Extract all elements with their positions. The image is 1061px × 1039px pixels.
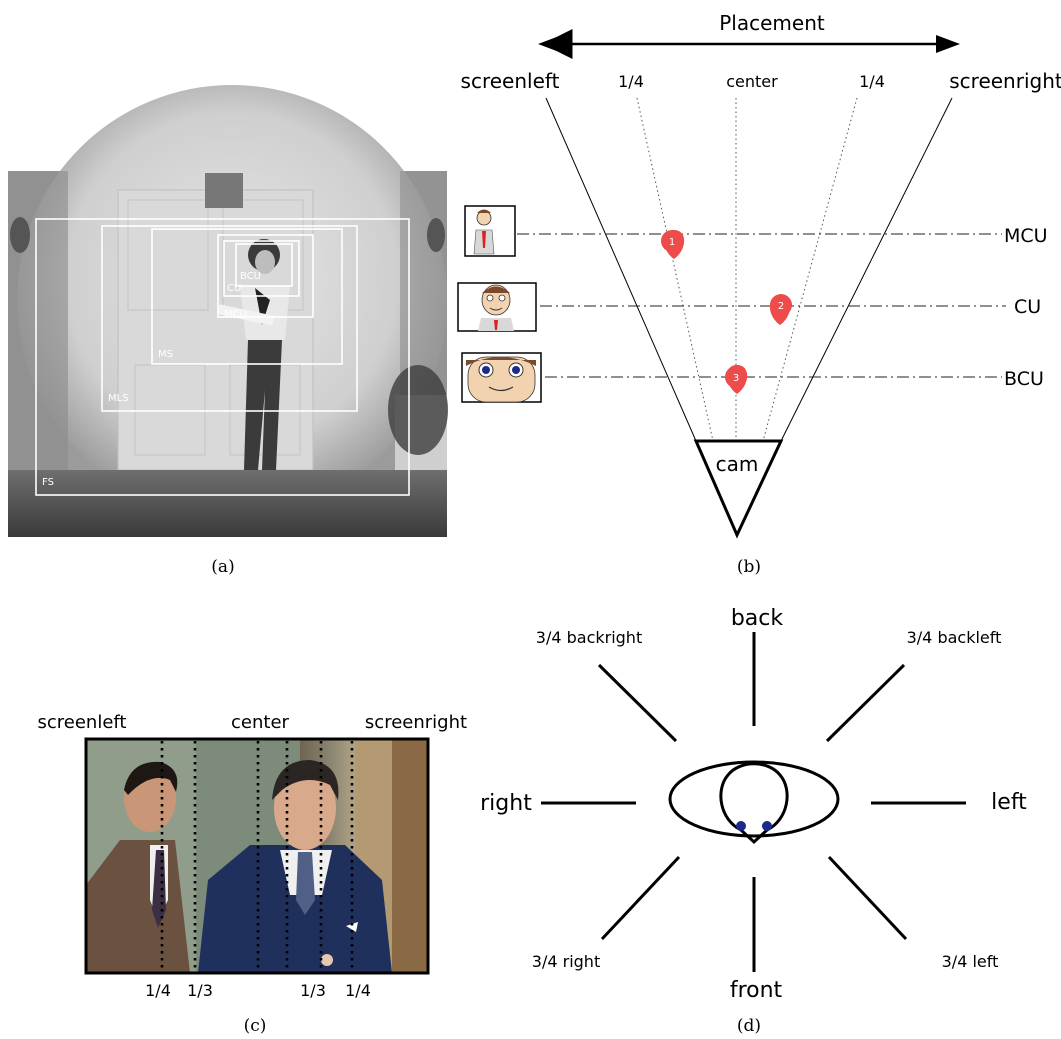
eye-left: [736, 821, 746, 831]
direction-label-three-quarter-right: 3/4 right: [532, 952, 600, 971]
placement-label-center: center: [726, 72, 778, 91]
thumbnail-bcu: [461, 352, 542, 403]
direction-label-front: front: [730, 978, 783, 1003]
caption-c: (c): [244, 1016, 267, 1036]
marker-1-label: 1: [669, 237, 675, 248]
film-still-two-men: [86, 739, 428, 973]
panel-d: back front right left 3/4 backright 3/4 …: [480, 606, 1027, 1036]
shot-label-cu: CU: [227, 283, 241, 294]
eye-right: [762, 821, 772, 831]
placement-label-screenleft: screenleft: [461, 69, 560, 93]
shot-frame-fs: [35, 218, 410, 496]
shot-frame-ms: [151, 228, 343, 365]
grid-label-third-right: 1/3: [300, 981, 326, 1000]
grid-label-quarter-left: 1/4: [145, 981, 171, 1000]
film-still-photo: [8, 85, 448, 537]
row-label-cu: CU: [1014, 296, 1041, 318]
direction-line-backright: [597, 663, 678, 743]
shot-label-fs: FS: [42, 477, 54, 488]
camera-triangle: [693, 439, 784, 539]
placement-label-screenright: screenright: [949, 69, 1061, 93]
marker-2: 2: [769, 294, 792, 325]
shot-frame-bcu: [235, 243, 293, 287]
placement-label-quarter-left: 1/4: [618, 72, 644, 91]
row-label-mcu: MCU: [1004, 225, 1048, 247]
direction-label-back: back: [731, 606, 784, 631]
thumbnail-mcu: [464, 205, 516, 257]
shot-label-mls: MLS: [108, 393, 129, 404]
frustum-left-line: [545, 97, 697, 442]
placement-top-label-screenright: screenright: [365, 712, 467, 733]
direction-label-left: left: [991, 790, 1027, 815]
placement-title: Placement: [719, 11, 825, 35]
quarter-right-line: [762, 97, 858, 442]
direction-label-right: right: [480, 791, 532, 816]
caption-b: (b): [737, 557, 761, 577]
panel-a: FS MLS MS MCU CU BCU (a): [8, 85, 448, 577]
direction-line-three-quarter-right: [600, 855, 681, 941]
direction-label-backleft: 3/4 backleft: [907, 628, 1002, 647]
quarter-left-line: [636, 97, 714, 442]
shot-size-labels: FS MLS MS MCU CU BCU: [42, 271, 261, 488]
shot-label-bcu: BCU: [240, 271, 261, 282]
shot-label-ms: MS: [158, 349, 173, 360]
placement-label-quarter-right: 1/4: [859, 72, 885, 91]
frustum-right-line: [780, 97, 953, 442]
placement-top-label-screenleft: screenleft: [38, 712, 127, 733]
caption-d: (d): [737, 1016, 761, 1036]
shot-label-mcu: MCU: [224, 309, 247, 320]
direction-line-three-quarter-left: [827, 855, 908, 941]
head-top-view: [668, 760, 840, 845]
film-still-frame: [84, 737, 430, 975]
marker-3-label: 3: [733, 373, 739, 384]
placement-top-label-center: center: [231, 712, 290, 733]
direction-label-backright: 3/4 backright: [536, 628, 642, 647]
grid-label-quarter-right: 1/4: [345, 981, 371, 1000]
direction-line-backleft: [825, 663, 906, 743]
grid-label-third-left: 1/3: [187, 981, 213, 1000]
caption-a: (a): [211, 557, 234, 577]
marker-1: 1: [661, 230, 685, 259]
panel-c: screenleft center screenright: [38, 712, 468, 1036]
row-label-bcu: BCU: [1004, 368, 1044, 390]
shot-frame-mcu: [217, 234, 314, 318]
shot-frame-mls: [101, 225, 358, 412]
thumbnail-cu: [457, 282, 537, 332]
marker-3: 3: [725, 365, 748, 394]
shot-frame-cu: [223, 240, 300, 297]
camera-label: cam: [716, 452, 759, 476]
marker-2-label: 2: [778, 301, 784, 312]
direction-label-three-quarter-left: 3/4 left: [942, 952, 999, 971]
panel-b: Placement screenleft 1/4 center 1/4 scre…: [457, 11, 1061, 577]
